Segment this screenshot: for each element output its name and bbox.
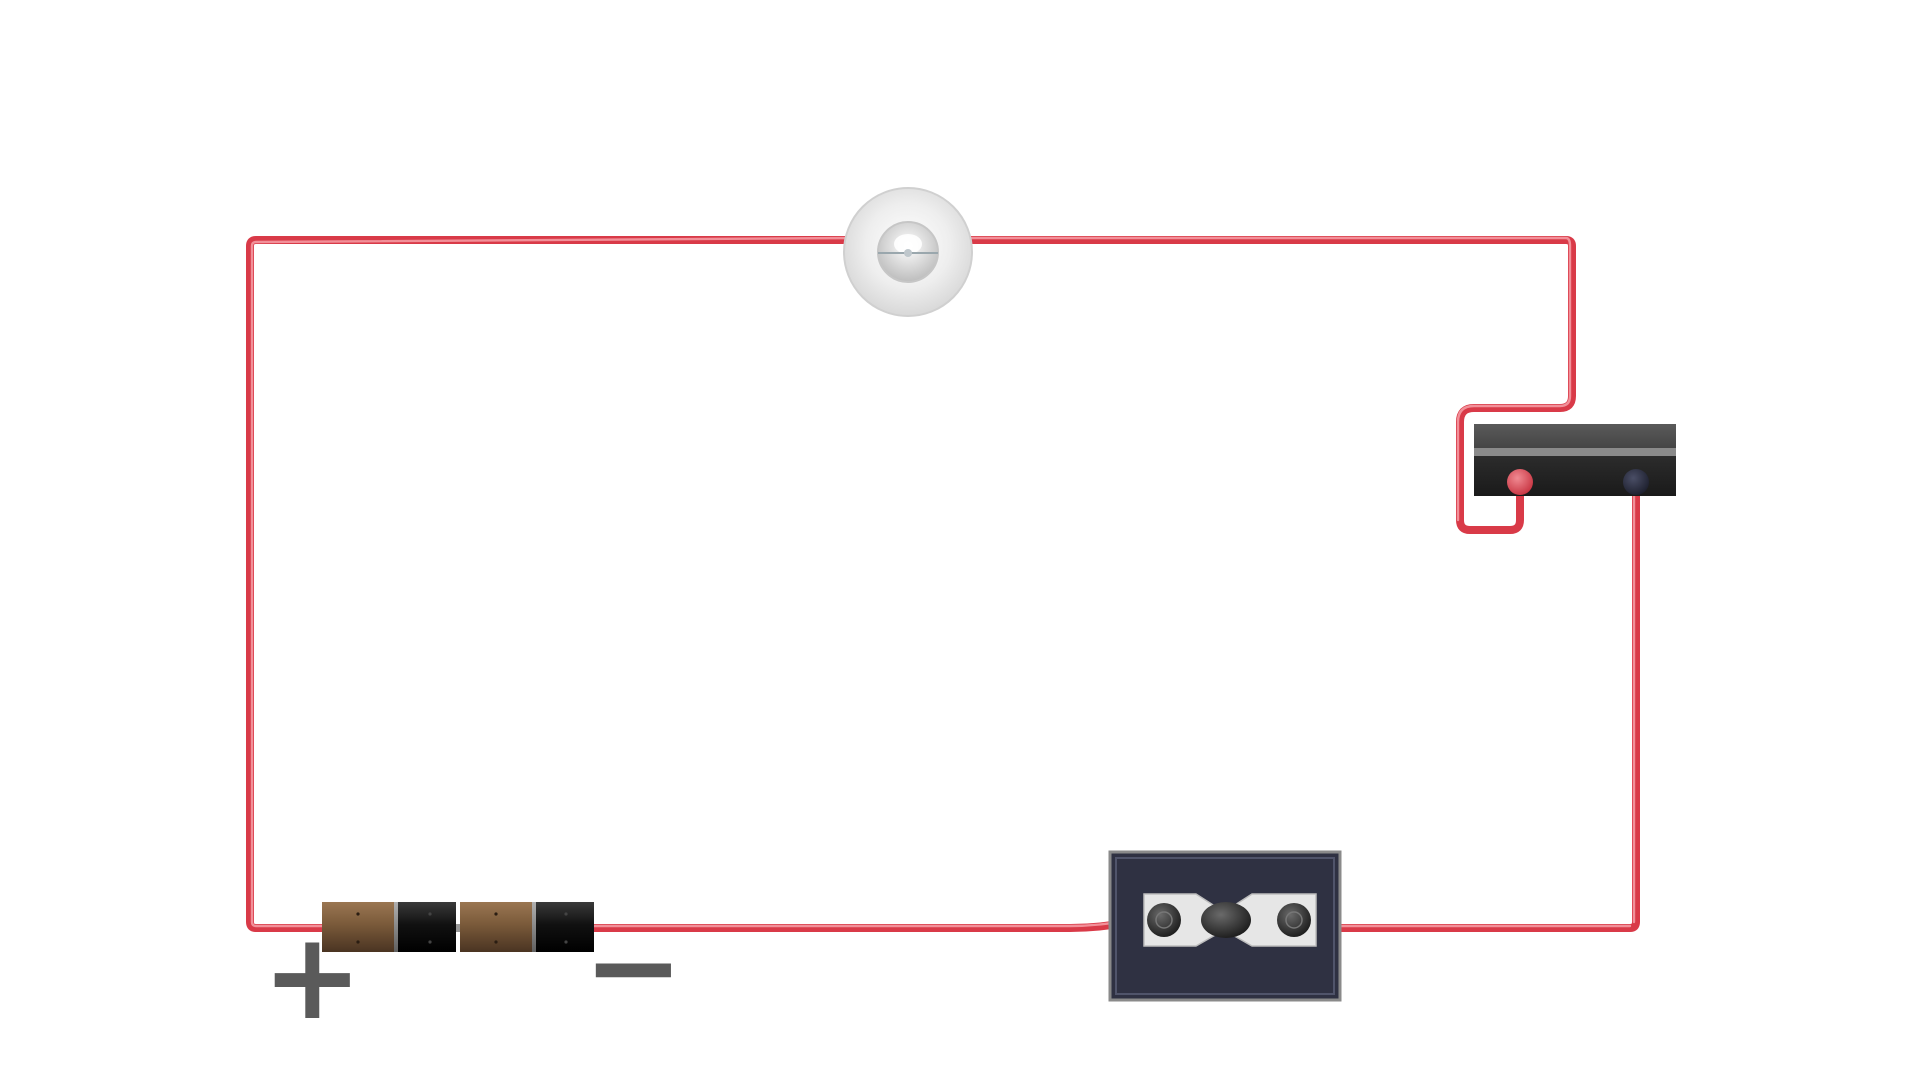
wire-right-bottom: [1292, 478, 1640, 932]
component-terminal-left[interactable]: [1507, 469, 1533, 495]
positive-terminal-label: +: [262, 908, 363, 1047]
battery-cell-icon[interactable]: [322, 902, 456, 952]
switch-terminal-right[interactable]: [1277, 903, 1311, 937]
switch-handle[interactable]: [1201, 902, 1251, 938]
cell-connector: [456, 924, 460, 932]
light-bulb-icon[interactable]: [843, 187, 973, 317]
wire-top-right: [964, 236, 1576, 534]
knife-switch-icon[interactable]: [1108, 850, 1342, 1002]
wire-left-top: [246, 236, 856, 932]
switch-terminal-left[interactable]: [1147, 903, 1181, 937]
battery-cell-icon[interactable]: [460, 902, 594, 952]
negative-terminal-label: −: [583, 898, 684, 1037]
wire-network: [246, 236, 1640, 932]
resistor-block-icon[interactable]: [1474, 424, 1676, 496]
component-terminal-right[interactable]: [1623, 469, 1649, 495]
